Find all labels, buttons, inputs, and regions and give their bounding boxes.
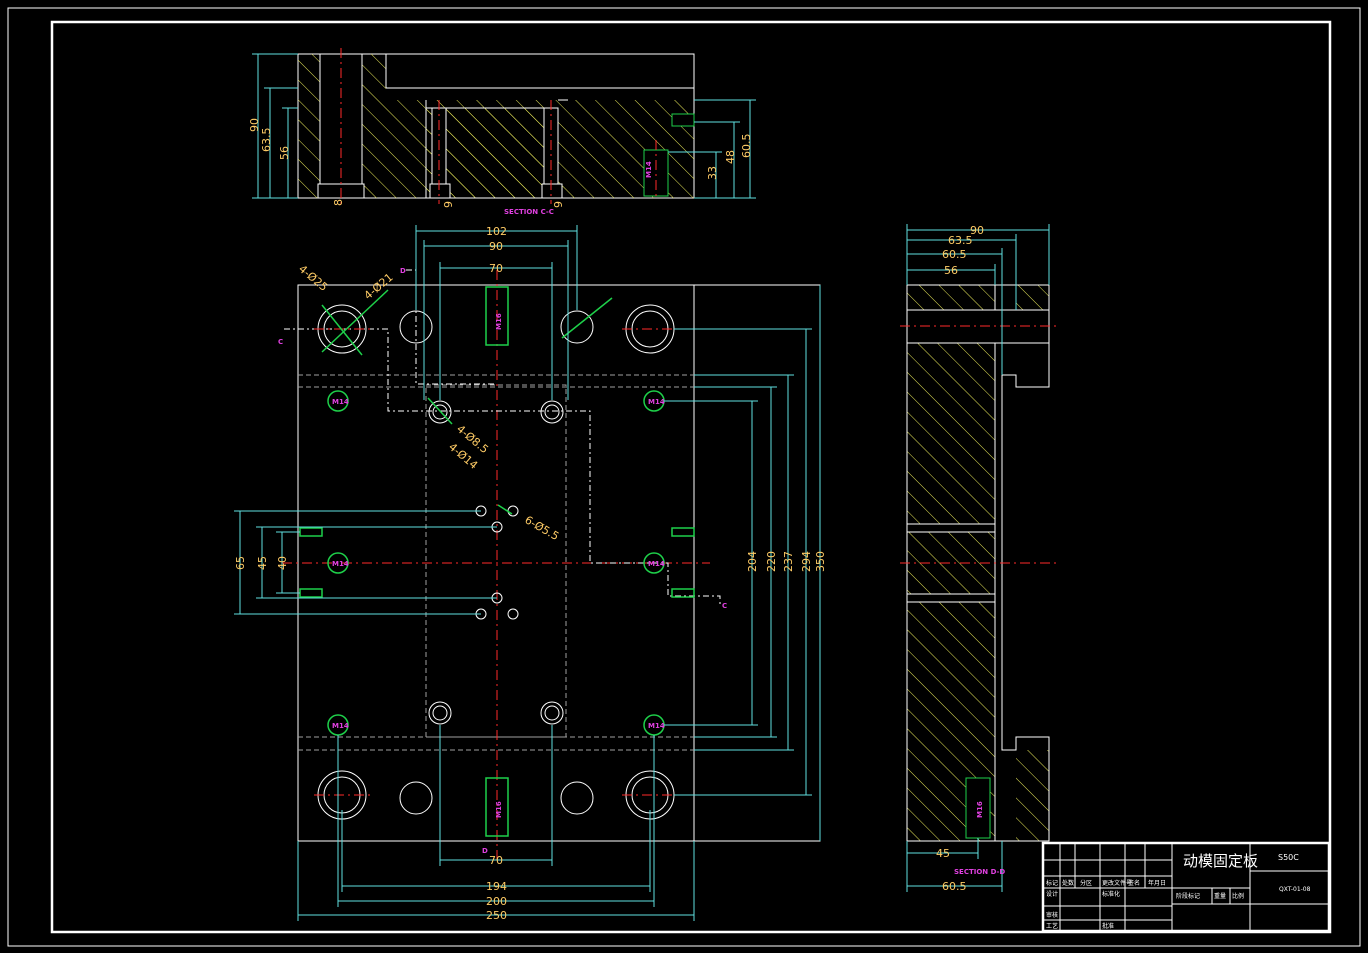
plan-dim-bottom-3: 250 xyxy=(486,909,507,922)
plan-view: M16 M16 M14 M14 M14 M14 M14 M14 4-Ø25 4-… xyxy=(234,225,827,922)
cc-dim-left-2: 56 xyxy=(278,146,291,160)
dd-dim-top-2: 60.5 xyxy=(942,248,967,261)
plan-dim-right-2: 237 xyxy=(782,551,795,572)
drawing-number: QXT-01-08 xyxy=(1279,886,1311,893)
plan-thread-bottom: M16 xyxy=(495,801,503,818)
tb-header-2: 分区 xyxy=(1080,879,1092,887)
plan-dim-right-4: 350 xyxy=(814,551,827,572)
tb-header-1: 处数 xyxy=(1062,879,1074,887)
cc-dim-bottom-0: 8 xyxy=(332,199,345,206)
dd-section-label: SECTION D-D xyxy=(954,868,1005,876)
plan-thread-m14-4: M14 xyxy=(648,560,665,568)
plan-dim-bottom-0: 70 xyxy=(489,854,503,867)
part-name-line: 动模固定板 xyxy=(1183,852,1258,870)
cc-dim-bottom-1: 9 xyxy=(442,201,455,208)
tb-scale: 比例 xyxy=(1232,892,1244,900)
plan-thread-top: M16 xyxy=(495,313,503,330)
plan-thread-m14-1: M14 xyxy=(332,398,349,406)
outer-border xyxy=(7,7,1361,947)
tb-row-1: 标准化 xyxy=(1102,890,1120,898)
dd-dim-top-1: 63.5 xyxy=(948,234,973,247)
section-letter-c1: C xyxy=(278,338,283,346)
tb-row-2: 审核 xyxy=(1046,911,1058,919)
tb-row-3: 工艺 xyxy=(1046,922,1058,930)
section-cc-view: 90 63.5 56 60.5 48 33 8 9 9 M14 SECTION … xyxy=(248,48,756,216)
plan-dim-left-0: 65 xyxy=(234,556,247,570)
tb-row-0: 设计 xyxy=(1046,890,1058,898)
cc-dim-bottom-2: 9 xyxy=(552,201,565,208)
tb-row-4: 批准 xyxy=(1102,922,1114,930)
tb-header-4: 签名 xyxy=(1128,879,1140,887)
note-6-d5-5: 6-Ø5.5 xyxy=(523,513,562,543)
section-dd-view: M16 90 63.5 60.5 56 45 60.5 SECTION D-D xyxy=(900,224,1056,893)
dd-thread-label: M16 xyxy=(976,801,984,818)
plan-dim-left-1: 45 xyxy=(256,556,269,570)
tb-header-0: 标记 xyxy=(1046,879,1058,887)
plan-dim-right-1: 220 xyxy=(765,551,778,572)
tb-header-5: 年月日 xyxy=(1148,879,1166,887)
plan-thread-m14-6: M14 xyxy=(648,722,665,730)
material-label: S50C xyxy=(1278,853,1299,862)
cc-dim-right-1: 48 xyxy=(724,150,737,164)
plan-dim-bottom-1: 194 xyxy=(486,880,507,893)
tb-stage: 阶段标记 xyxy=(1176,892,1200,900)
tb-weight: 重量 xyxy=(1214,892,1226,900)
plan-dim-top-0: 102 xyxy=(486,225,507,238)
plan-dim-right-3: 294 xyxy=(800,551,813,572)
cc-thread-label: M14 xyxy=(645,161,653,178)
cc-dim-right-0: 60.5 xyxy=(740,134,753,159)
plan-dim-bottom-2: 200 xyxy=(486,895,507,908)
plan-dim-top-1: 90 xyxy=(489,240,503,253)
plan-dim-top-2: 70 xyxy=(489,262,503,275)
cc-dim-left-1: 63.5 xyxy=(260,128,273,153)
section-letter-d2: D xyxy=(482,847,488,855)
plan-thread-m14-3: M14 xyxy=(332,560,349,568)
dd-dim-bottom-1: 60.5 xyxy=(942,880,967,893)
note-4-d25: 4-Ø25 xyxy=(296,262,330,294)
tb-header-3: 更改文件号 xyxy=(1102,879,1132,887)
section-letter-c2: C xyxy=(722,602,727,610)
dd-dim-top-0: 90 xyxy=(970,224,984,237)
plan-thread-m14-5: M14 xyxy=(332,722,349,730)
cc-dim-left-0: 90 xyxy=(248,118,261,132)
dd-dim-top-3: 56 xyxy=(944,264,958,277)
cc-section-label: SECTION C-C xyxy=(504,208,554,216)
note-4-d21: 4-Ø21 xyxy=(362,271,396,303)
title-block: 动模固定板 S50C QXT-01-08 标记 处数 分区 更改文件号 签名 年… xyxy=(1041,841,1331,933)
part-name: 动模固定板 xyxy=(1183,852,1258,870)
section-letter-d1: D xyxy=(400,267,406,275)
cc-dim-right-2: 33 xyxy=(706,166,719,180)
inner-border xyxy=(50,20,1332,934)
dd-dim-bottom-0: 45 xyxy=(936,847,950,860)
plan-thread-m14-2: M14 xyxy=(648,398,665,406)
plan-dim-right-0: 204 xyxy=(746,551,759,572)
plan-dim-left-2: 40 xyxy=(276,556,289,570)
